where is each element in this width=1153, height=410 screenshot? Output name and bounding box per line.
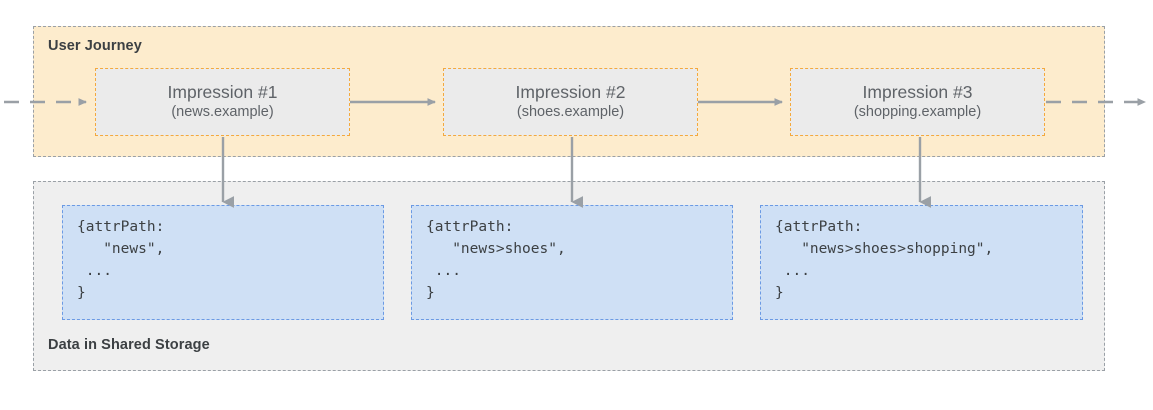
storage-record-code-2: {attrPath: "news>shoes", ... } [426,219,566,302]
impression-node-1[interactable]: Impression #1 (news.example) [95,68,350,136]
storage-record-code-1: {attrPath: "news", ... } [77,219,165,302]
impression-site-2: (shoes.example) [516,104,625,121]
user-journey-label: User Journey [48,38,142,54]
impression-site-1: (news.example) [171,104,274,121]
storage-record-2[interactable]: {attrPath: "news>shoes", ... } [411,205,733,320]
storage-record-code-3: {attrPath: "news>shoes>shopping", ... } [775,219,994,302]
storage-record-3[interactable]: {attrPath: "news>shoes>shopping", ... } [760,205,1083,320]
impression-title-3: Impression #3 [862,81,973,102]
impression-node-2[interactable]: Impression #2 (shoes.example) [443,68,698,136]
storage-record-1[interactable]: {attrPath: "news", ... } [62,205,384,320]
impression-title-1: Impression #1 [167,81,278,102]
impression-node-3[interactable]: Impression #3 (shopping.example) [790,68,1045,136]
impression-site-3: (shopping.example) [853,104,982,121]
impression-title-2: Impression #2 [515,81,626,102]
shared-storage-label: Data in Shared Storage [48,337,210,353]
